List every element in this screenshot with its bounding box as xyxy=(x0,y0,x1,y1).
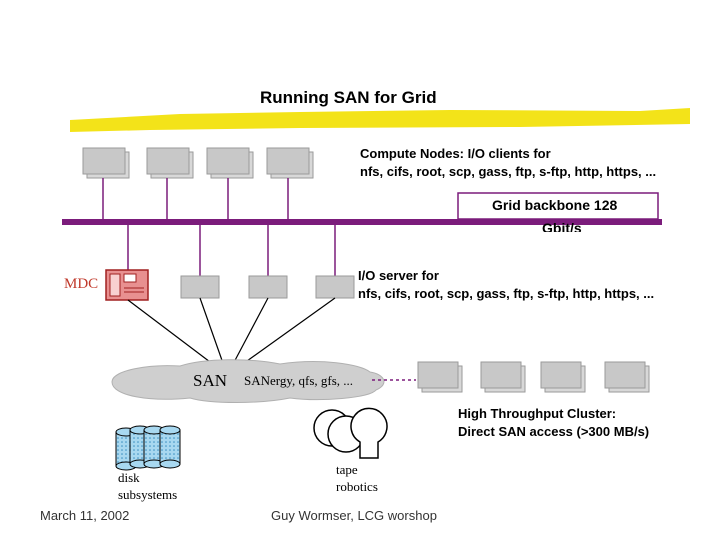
mdc-label: MDC xyxy=(64,276,99,292)
io-server-line1: I/O server for xyxy=(358,268,439,283)
san-cloud xyxy=(111,359,385,403)
compute-node xyxy=(82,147,130,179)
compute-node xyxy=(266,147,314,179)
san-link xyxy=(199,297,225,367)
compute-caption-line2: nfs, cifs, root, scp, gass, ftp, s-ftp, … xyxy=(360,164,657,179)
io-server xyxy=(315,275,355,299)
disk-label-line1: disk xyxy=(118,470,140,485)
tape-label-line2: robotics xyxy=(336,479,378,494)
san-fs-label: SANergy, qfs, gfs, ... xyxy=(244,373,354,388)
backbone-label-box xyxy=(457,192,659,220)
cluster-node xyxy=(417,361,463,393)
cluster-node xyxy=(540,361,586,393)
san-link xyxy=(231,297,269,367)
cluster-caption-line2: Direct SAN access (>300 MB/s) xyxy=(458,424,650,439)
cluster-node xyxy=(604,361,650,393)
slide-title: Running SAN for Grid xyxy=(260,88,437,107)
io-server xyxy=(248,275,288,299)
title-highlight xyxy=(70,108,690,132)
tape-label-line1: tape xyxy=(336,462,358,477)
san-label: SAN xyxy=(193,371,228,390)
cluster-node xyxy=(480,361,526,393)
compute-node xyxy=(146,147,194,179)
grid-backbone xyxy=(62,219,662,225)
backbone-label-line2: Gbit/s xyxy=(542,220,582,232)
compute-node xyxy=(206,147,254,179)
san-link xyxy=(127,299,219,369)
mdc-server-icon xyxy=(105,269,149,301)
io-server-line2: nfs, cifs, root, scp, gass, ftp, s-ftp, … xyxy=(358,286,655,301)
compute-caption-line1: Compute Nodes: I/O clients for xyxy=(360,146,551,161)
disk-subsystem-icon xyxy=(115,425,181,471)
san-link xyxy=(239,297,336,367)
cluster-caption-line1: High Throughput Cluster: xyxy=(458,406,617,421)
backbone-label-line1: Grid backbone 128 xyxy=(492,197,618,213)
io-server xyxy=(180,275,220,299)
disk-label-line2: subsystems xyxy=(118,487,178,502)
tape-robotics-icon xyxy=(313,407,388,459)
footer-author: Guy Wormser, LCG worshop xyxy=(271,508,437,523)
footer-date: March 11, 2002 xyxy=(40,508,130,523)
